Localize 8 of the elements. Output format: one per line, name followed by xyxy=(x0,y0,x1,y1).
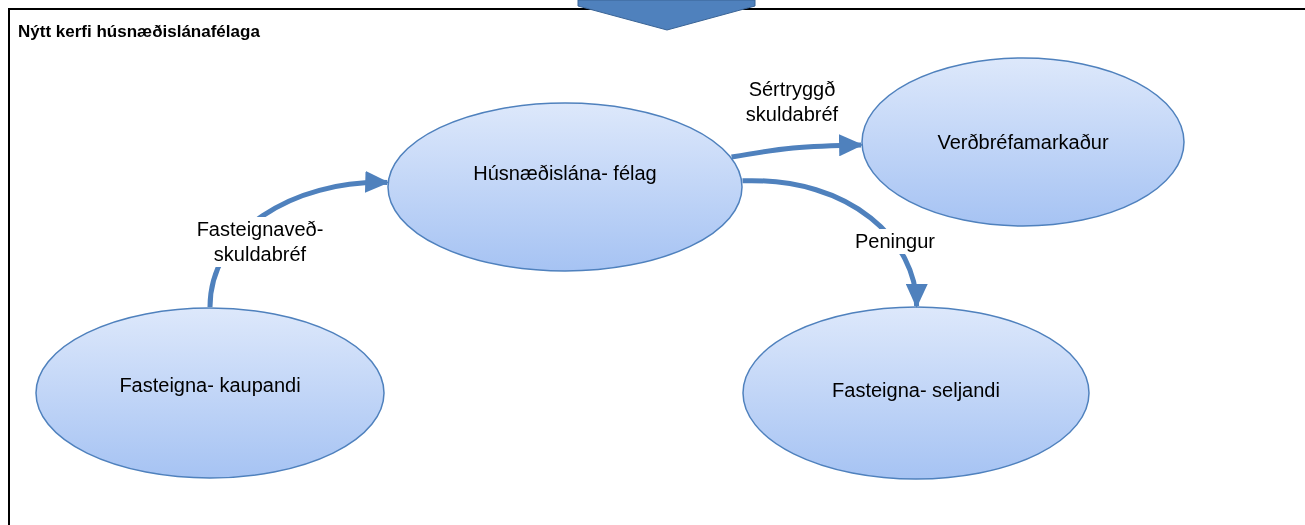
node-label: Húsnæðislána- félag xyxy=(473,161,657,186)
node-label: Fasteigna- seljandi xyxy=(832,378,1000,403)
frame-heading: Nýtt kerfi húsnæðislánafélaga xyxy=(18,22,260,42)
arrow xyxy=(731,134,864,160)
node-label: Verðbréfamarkaður xyxy=(937,130,1109,155)
diagram-frame xyxy=(8,8,1305,525)
arrow xyxy=(742,178,926,308)
node-label: Fasteigna- kaupandi xyxy=(119,373,301,398)
